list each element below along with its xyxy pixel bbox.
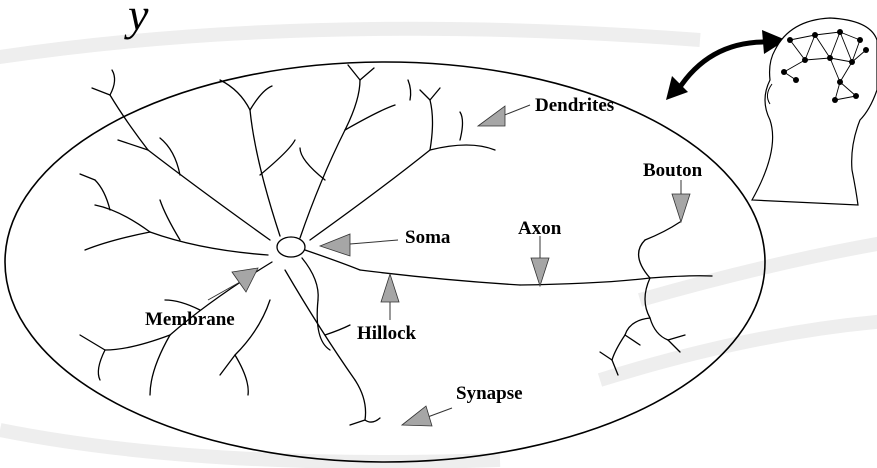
label-dendrites: Dendrites [535, 95, 614, 116]
synapse-arrow-icon [402, 406, 452, 426]
label-soma: Soma [405, 227, 451, 248]
label-hillock: Hillock [357, 323, 417, 344]
label-membrane: Membrane [145, 309, 235, 330]
hillock-arrow-icon [381, 274, 399, 320]
soma-nucleus [277, 237, 305, 257]
label-synapse: Synapse [456, 383, 523, 404]
bouton-arrow-icon [672, 180, 690, 222]
dendrites-arrow-icon [478, 105, 530, 126]
membrane-arrow-icon [208, 268, 258, 300]
title-fragment: y [124, 0, 149, 40]
label-bouton: Bouton [643, 160, 703, 181]
axon-arrow-icon [531, 236, 549, 286]
neuron-ellipse [5, 62, 765, 462]
soma-arrow-icon [320, 234, 398, 256]
label-axon: Axon [518, 218, 562, 239]
